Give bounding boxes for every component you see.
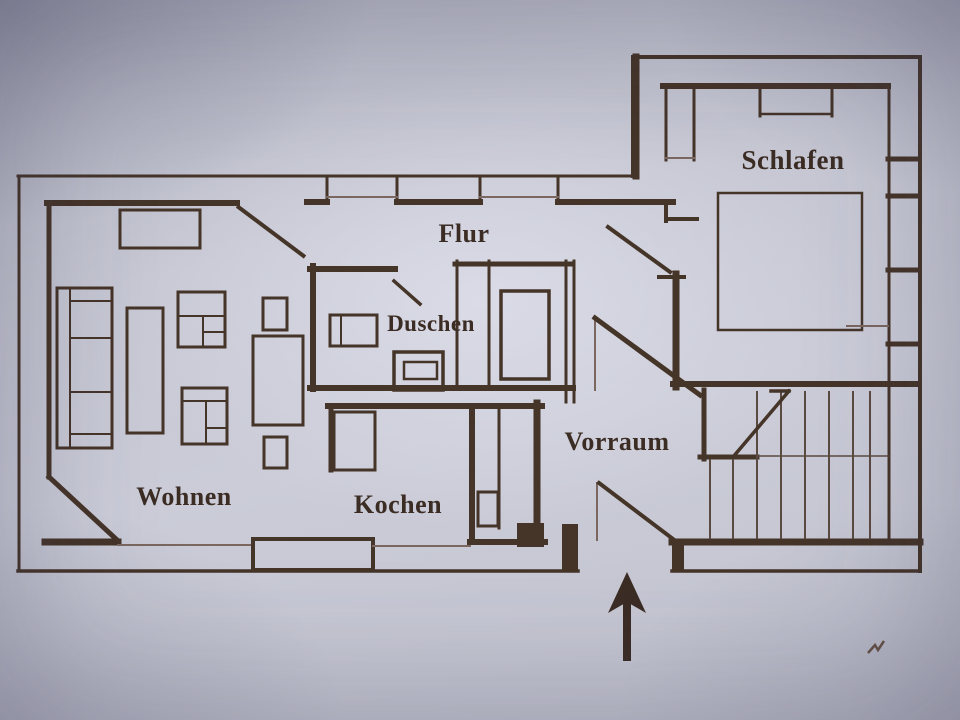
room-label-schlafen: Schlafen bbox=[741, 145, 844, 175]
door-leaf bbox=[605, 224, 673, 275]
armchair bbox=[176, 290, 227, 349]
room-label-flur: Flur bbox=[438, 219, 489, 248]
armchair bbox=[180, 386, 229, 446]
entrance-door-leaf bbox=[596, 480, 676, 542]
table bbox=[251, 334, 305, 427]
bed bbox=[716, 191, 864, 332]
window-frame bbox=[251, 537, 375, 572]
room-label-duschen: Duschen bbox=[387, 311, 475, 336]
door-leaf bbox=[391, 278, 423, 307]
room-labels: Schlafen Flur Duschen Wohnen Kochen Vorr… bbox=[136, 145, 844, 519]
wohnen-furniture bbox=[55, 208, 305, 470]
stair-direction-line bbox=[730, 388, 792, 460]
entrance-arrow bbox=[608, 572, 646, 661]
kochen-room bbox=[325, 399, 545, 545]
door-leaf bbox=[235, 204, 307, 259]
staircase bbox=[697, 383, 891, 542]
shower-tray bbox=[392, 350, 445, 392]
sideboard bbox=[118, 208, 202, 250]
room-label-wohnen: Wohnen bbox=[136, 482, 232, 511]
stool bbox=[262, 435, 289, 470]
schlafen-room bbox=[605, 53, 922, 391]
wohnen-door bbox=[235, 204, 307, 259]
room-label-vorraum: Vorraum bbox=[564, 427, 669, 456]
shelf bbox=[125, 306, 165, 435]
bathtub bbox=[499, 289, 551, 381]
arrow-head bbox=[608, 572, 646, 613]
inner-walls bbox=[41, 175, 924, 572]
pen-mark bbox=[867, 640, 886, 654]
kitchen-unit bbox=[332, 410, 377, 472]
washbasin bbox=[328, 313, 379, 348]
duschen-bath-block bbox=[307, 259, 576, 404]
stool bbox=[261, 296, 289, 332]
boiler bbox=[476, 490, 500, 528]
room-label-kochen: Kochen bbox=[354, 490, 442, 519]
sofa bbox=[55, 286, 114, 450]
